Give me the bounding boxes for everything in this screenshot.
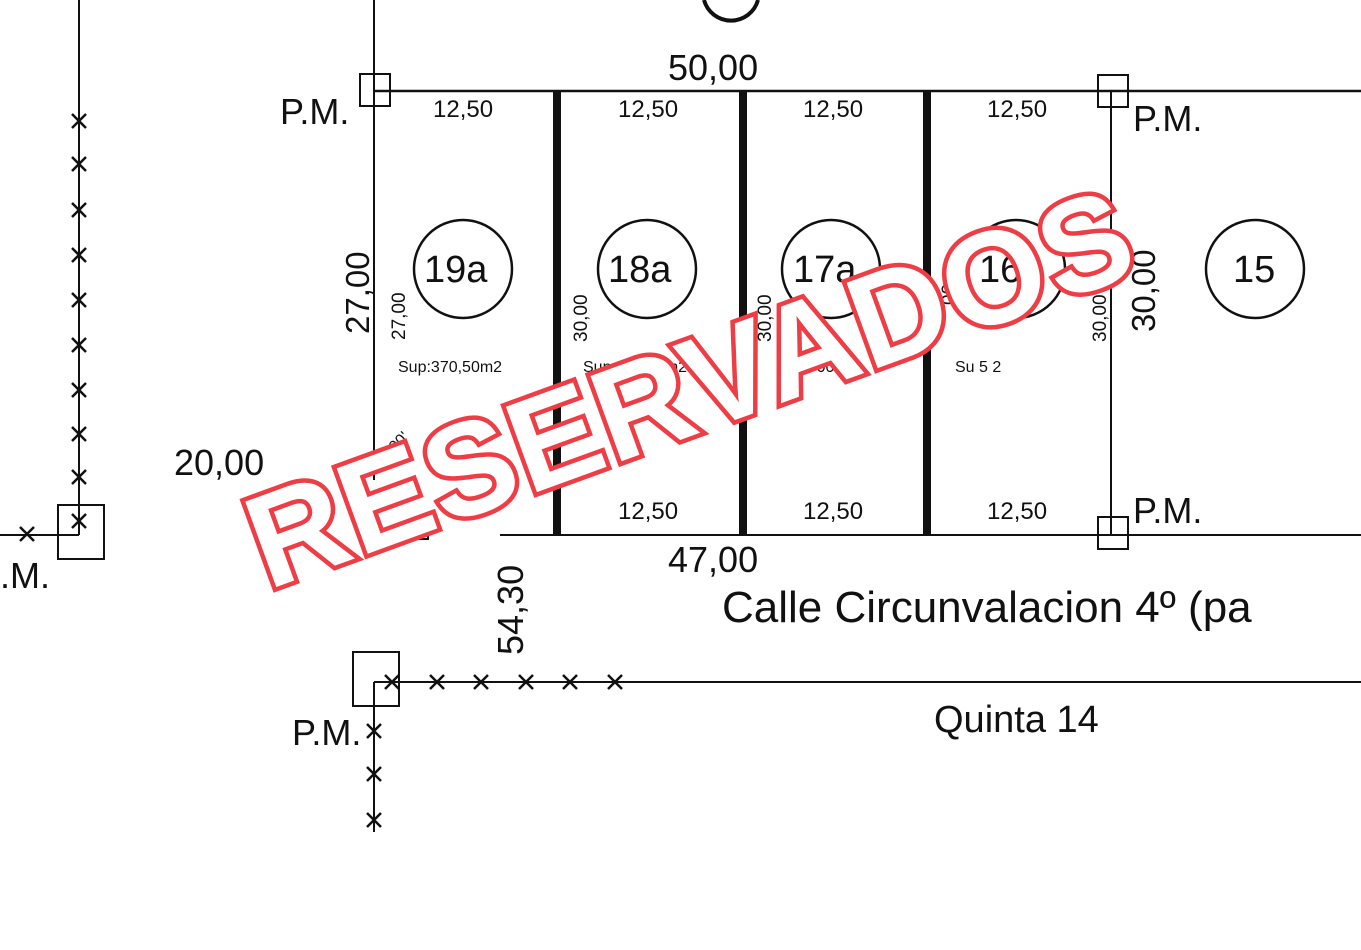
lot-18a-depth: 30,00 [571, 294, 592, 342]
lot-width-top-1: 12,50 [433, 96, 493, 123]
pm-box-top-right [1097, 74, 1129, 108]
lot-15-depth-right: 30,00 [1125, 249, 1162, 332]
lot-number-19a: 19a [424, 249, 488, 291]
pm-box-top-left [359, 73, 391, 107]
lot-19a-area: Sup:370,50m2 [398, 359, 502, 376]
pm-label-left: .M. [0, 555, 50, 596]
lot-width-bottom-3: 12,50 [987, 498, 1047, 525]
lot-number-17a: 17a [793, 249, 857, 291]
lot-width-bottom-2: 12,50 [803, 498, 863, 525]
dim-diagonal: 54,30 [490, 565, 531, 655]
pm-label-top-left: P.M. [280, 91, 349, 132]
pm-label-bottom-right: P.M. [1133, 490, 1202, 531]
lot-circles [412, 218, 1306, 320]
lot-width-bottom-1: 12,50 [618, 498, 678, 525]
pm-box-small [413, 524, 429, 540]
street-circunvalacion: Calle Circunvalacion 4º (pa [722, 583, 1252, 632]
lot-19a-depth-outer: 27,00 [339, 251, 376, 334]
lot-number-18a: 18a [608, 249, 672, 291]
dim-bottom-total: 47,00 [668, 539, 758, 580]
lot-16b-depth: 00 [939, 284, 960, 305]
pm-label-south: P.M. [292, 712, 361, 753]
street-quinta: Quinta 14 [934, 699, 1099, 741]
fence-x-marks-left [19, 113, 87, 542]
fence-x-marks-south [366, 674, 623, 828]
pm-box-bottom-right [1097, 516, 1129, 550]
pm-label-small: P.M. [334, 462, 365, 479]
lot-number-15: 15 [1233, 249, 1275, 291]
lot-17a-depth: 30,00 [755, 294, 776, 342]
lot-16b-area: Su 5 2 [955, 359, 1001, 376]
dim-top-total: 50,00 [668, 47, 758, 88]
pm-label-top-right: P.M. [1133, 98, 1202, 139]
partial-circle-top [702, 0, 760, 23]
lot-17a-area: up:3 00 [781, 359, 834, 376]
dim-left-side: 20,00 [174, 442, 264, 483]
lot-width-top-3: 12,50 [803, 96, 863, 123]
lot-width-top-4: 12,50 [987, 96, 1047, 123]
lot-18a-area: Sup:375,00m2 [583, 359, 687, 376]
lot-number-16b: 16b [979, 249, 1042, 291]
lot-15-depth-left: 30,00 [1090, 294, 1111, 342]
lot-width-top-2: 12,50 [618, 96, 678, 123]
lot-dividers [553, 91, 931, 535]
pm-box-south [352, 651, 400, 707]
lot-19a-depth-inner: 27,00 [389, 292, 410, 340]
pm-box-left [57, 504, 105, 560]
